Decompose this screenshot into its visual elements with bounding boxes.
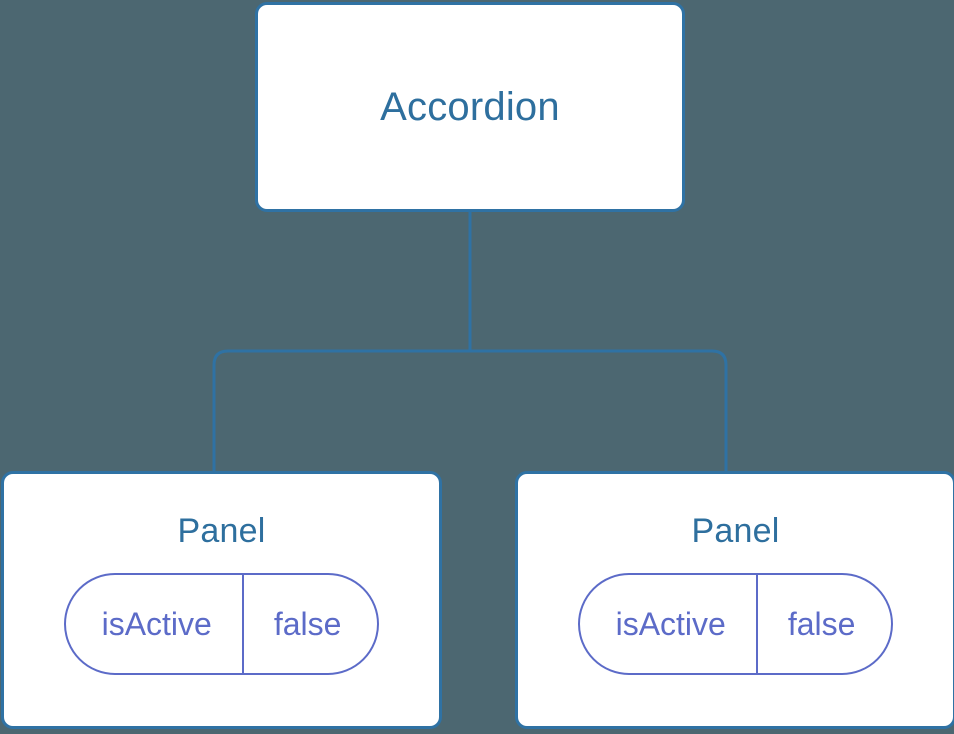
node-panel-left-title: Panel	[177, 512, 266, 550]
node-panel-left[interactable]: Panel isActive false	[1, 471, 442, 729]
node-accordion[interactable]: Accordion	[255, 2, 685, 212]
node-accordion-title: Accordion	[380, 85, 560, 129]
state-pill-right[interactable]: isActive false	[577, 573, 894, 675]
node-panel-right-title: Panel	[691, 512, 780, 550]
node-panel-right[interactable]: Panel isActive false	[515, 471, 954, 729]
state-value-left: false	[273, 606, 342, 642]
state-key-right: isActive	[580, 575, 758, 673]
connector-to-right-panel	[470, 349, 728, 474]
state-key-left: isActive	[66, 575, 244, 673]
state-value-right: false	[787, 606, 856, 642]
connector-to-left-panel	[212, 349, 470, 474]
state-pill-left[interactable]: isActive false	[63, 573, 380, 675]
